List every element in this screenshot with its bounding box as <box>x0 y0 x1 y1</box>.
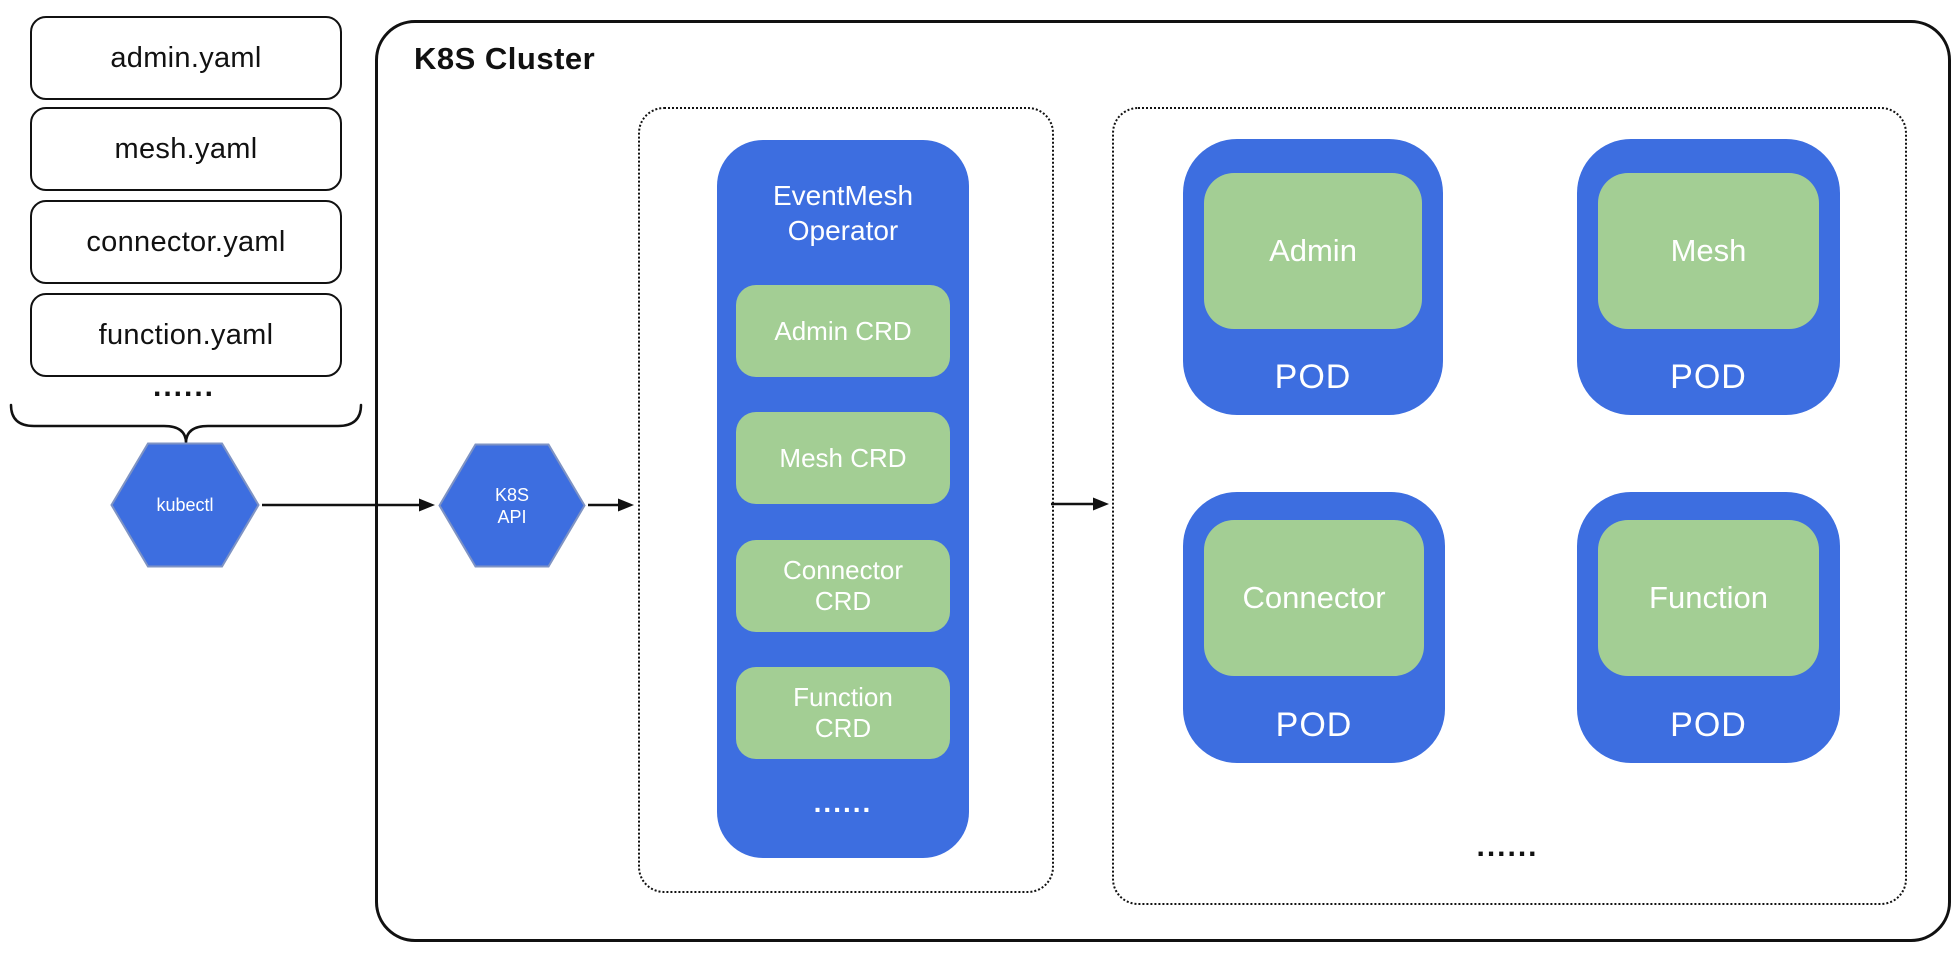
pod-tile: Function POD <box>1577 492 1840 763</box>
kubectl-label: kubectl <box>156 495 214 515</box>
pod-container-box: Mesh <box>1598 173 1819 329</box>
pod-name: Connector <box>1242 580 1386 615</box>
yaml-file-box: function.yaml <box>30 293 342 377</box>
eventmesh-operator-box: EventMesh Operator Admin CRD Mesh CRD Co… <box>717 140 969 858</box>
pod-label: POD <box>1670 706 1747 744</box>
pod-tile: Mesh POD <box>1577 139 1840 415</box>
crd-label: Function CRD <box>793 682 893 743</box>
pod-label: POD <box>1275 706 1353 744</box>
hexagon-shape-icon <box>438 443 586 568</box>
crd-label: Connector CRD <box>783 555 903 616</box>
pod-label: POD <box>1670 358 1747 396</box>
yaml-file-box: connector.yaml <box>30 200 342 284</box>
crd-box: Connector CRD <box>736 540 950 632</box>
yaml-files-ellipsis: ...... <box>152 370 215 403</box>
pod-label: POD <box>1274 358 1352 396</box>
pod-name: Mesh <box>1670 233 1747 268</box>
yaml-file-box: admin.yaml <box>30 16 342 100</box>
pod-container-box: Admin <box>1204 173 1422 329</box>
operator-ellipsis: ...... <box>813 787 873 818</box>
pod-container-box: Function <box>1598 520 1819 676</box>
crd-box: Mesh CRD <box>736 412 950 504</box>
crd-label: Admin CRD <box>774 315 912 346</box>
pod-container-box: Connector <box>1204 520 1424 676</box>
pod-tile: Connector POD <box>1183 492 1445 763</box>
pod-tile: Admin POD <box>1183 139 1443 415</box>
yaml-file-label: mesh.yaml <box>114 132 258 165</box>
yaml-file-label: admin.yaml <box>110 41 262 74</box>
yaml-file-box: mesh.yaml <box>30 107 342 191</box>
k8s-api-label: K8S API <box>494 484 530 527</box>
yaml-file-label: connector.yaml <box>86 225 286 258</box>
cluster-title: K8S Cluster <box>414 41 596 76</box>
pods-ellipsis: ...... <box>1476 830 1539 863</box>
pod-name: Admin <box>1269 233 1357 268</box>
hexagon-shape-icon <box>110 442 260 568</box>
yaml-file-label: function.yaml <box>98 318 274 351</box>
k8s-api-hexagon: K8S API <box>438 443 586 568</box>
crd-box: Admin CRD <box>736 285 950 377</box>
kubectl-hexagon: kubectl <box>110 442 260 568</box>
operator-title: EventMesh Operator <box>772 180 914 246</box>
crd-box: Function CRD <box>736 667 950 759</box>
pod-name: Function <box>1649 580 1768 615</box>
crd-label: Mesh CRD <box>779 442 907 473</box>
